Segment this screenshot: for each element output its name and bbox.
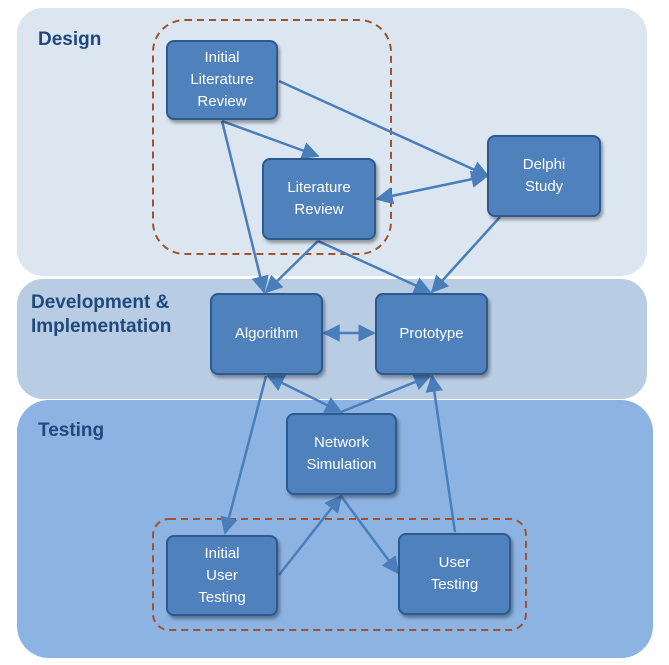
arrow-user-to-prototype xyxy=(425,374,457,533)
initial-user-testing-node: Initial User Testing xyxy=(166,535,278,616)
arrow-algorithm-to-inituser xyxy=(220,375,268,535)
user-testing-group-outline xyxy=(152,518,527,631)
prototype-label: Prototype xyxy=(399,325,464,342)
arrow-initlit-to-delphi xyxy=(278,79,490,178)
initial-literature-review-label: Initial Literature Review xyxy=(190,49,254,110)
arrow-delphi-to-prototype xyxy=(430,216,501,294)
delphi-study-label: Delphi Study xyxy=(522,156,566,195)
development-phase-label: Development & Implementation xyxy=(31,292,172,337)
literature-review-node: Literature Review xyxy=(262,158,376,240)
arrow-algorithm-netsim xyxy=(266,374,343,414)
network-simulation-node: Network Simulation xyxy=(286,413,397,495)
design-phase-label: Design xyxy=(38,29,102,50)
literature-review-label: Literature Review xyxy=(287,179,351,218)
arrow-initlit-to-lit xyxy=(221,119,320,159)
algorithm-label: Algorithm xyxy=(234,325,299,342)
network-simulation-label: Network Simulation xyxy=(306,434,377,473)
arrow-inituser-to-netsim xyxy=(278,494,343,576)
user-testing-node: User Testing xyxy=(398,533,511,615)
arrow-initlit-to-algorithm xyxy=(220,120,269,294)
delphi-study-node: Delphi Study xyxy=(487,135,601,217)
arrow-lit-to-algorithm xyxy=(264,240,319,294)
user-testing-label: User Testing xyxy=(430,554,479,593)
arrow-netsim-to-prototype xyxy=(340,373,432,414)
arrow-lit-to-prototype xyxy=(317,239,432,294)
literature-group-outline xyxy=(152,19,392,255)
initial-user-testing-label: Initial User Testing xyxy=(198,544,246,606)
initial-literature-review-node: Initial Literature Review xyxy=(166,40,278,120)
arrow-netsim-to-user xyxy=(339,495,400,575)
algorithm-node: Algorithm xyxy=(210,293,323,375)
testing-phase-label: Testing xyxy=(38,420,105,441)
arrow-delphi-lit xyxy=(375,170,489,205)
prototype-node: Prototype xyxy=(375,293,488,375)
